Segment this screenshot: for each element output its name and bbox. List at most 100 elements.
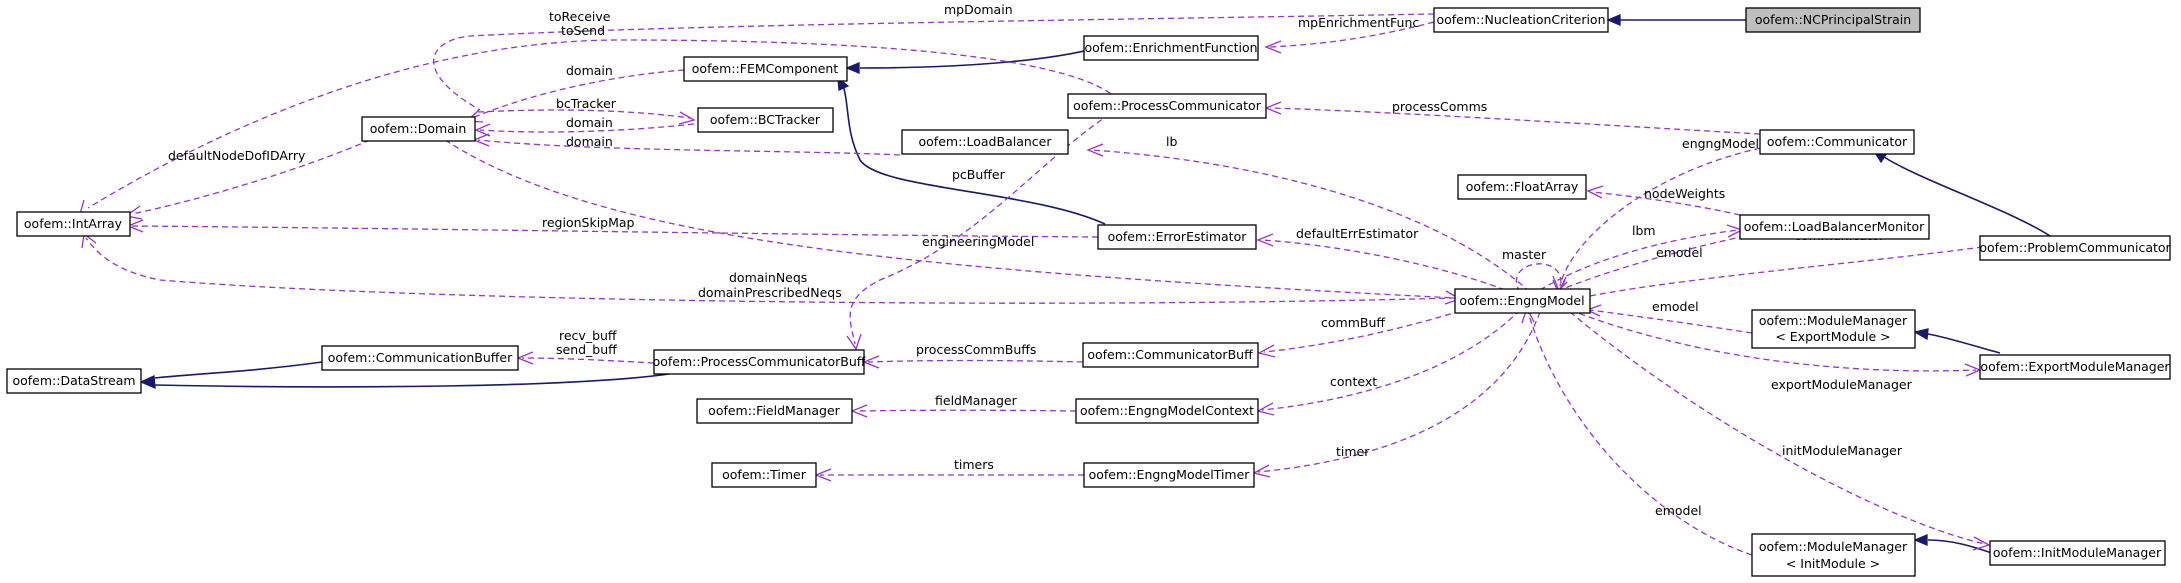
node-modulemanager-export[interactable]: oofem::ModuleManager < ExportModule > bbox=[1751, 309, 1916, 349]
edge-inherit-communicationbuffer-datastream bbox=[154, 361, 323, 379]
node-label: oofem::EnrichmentFunction bbox=[1084, 40, 1257, 55]
edge-use-engngmodel-comm bbox=[1559, 145, 1771, 287]
edge-label-sendbuff: send_buff bbox=[556, 342, 617, 357]
edge-label-domainneqs: domainNeqs bbox=[729, 270, 807, 285]
node-label: oofem::Domain bbox=[370, 121, 467, 136]
node-communicationbuffer[interactable]: oofem::CommunicationBuffer bbox=[321, 345, 519, 371]
edge-label-defaulterrestimator: defaultErrEstimator bbox=[1296, 226, 1419, 241]
arrowhead-inherit-modulemanager-init bbox=[1913, 534, 1928, 546]
node-label: oofem::BCTracker bbox=[710, 112, 821, 127]
edge-use-nonloccommunicator bbox=[1589, 241, 2019, 297]
node-label: oofem::LoadBalancer bbox=[919, 134, 1053, 149]
edge-use-initmodulemanager bbox=[1569, 311, 1986, 545]
edge-use-toreceive-tosend bbox=[87, 39, 1119, 209]
arrowhead-use-processcommunicatorbuff-pc bbox=[846, 333, 862, 351]
edge-use-domain-fem bbox=[471, 69, 685, 119]
edge-label-engineeringmodel: engineeringModel bbox=[922, 234, 1034, 249]
node-loadbalancer[interactable]: oofem::LoadBalancer bbox=[901, 129, 1069, 155]
node-ncprincipalstrain[interactable]: oofem::NCPrincipalStrain bbox=[1745, 7, 1921, 33]
edge-use-bctracker bbox=[477, 109, 691, 119]
node-engngmodelcontext[interactable]: oofem::EngngModelContext bbox=[1075, 398, 1259, 424]
node-label: oofem::EngngModelContext bbox=[1080, 403, 1254, 418]
edge-label-toreceive: toReceive bbox=[549, 9, 611, 24]
edge-label-domain-fem: domain bbox=[566, 63, 613, 78]
edge-label-processcomms: processComms bbox=[1392, 99, 1487, 114]
edge-use-engineeringmodel bbox=[444, 139, 1457, 299]
edge-label-context: context bbox=[1330, 374, 1377, 389]
edge-use-regionskipmap bbox=[131, 225, 1099, 238]
arrowhead-use-communicatorbuff bbox=[1257, 344, 1276, 358]
edge-label-initmodulemanager: initModuleManager bbox=[1782, 443, 1903, 458]
edge-use-domain-lb bbox=[477, 139, 901, 156]
edge-use-master bbox=[1515, 263, 1562, 293]
node-label: oofem::NucleationCriterion bbox=[1436, 12, 1605, 27]
edge-inherit-exportmodulemanager-modulemanager bbox=[1927, 333, 2001, 354]
edge-label-lb: lb bbox=[1166, 134, 1177, 149]
node-loadbalancermonitor[interactable]: oofem::LoadBalancerMonitor bbox=[1739, 214, 1930, 240]
node-processcommunicatorbuff[interactable]: oofem::ProcessCommunicatorBuff bbox=[653, 349, 866, 375]
edge-label-domainprescribedneqs: domainPrescribedNeqs bbox=[698, 285, 842, 300]
edge-label-regionskipmap: regionSkipMap bbox=[542, 215, 635, 230]
node-label: oofem::CommunicatorBuff bbox=[1087, 347, 1253, 362]
edge-label-exportmodulemanager: exportModuleManager bbox=[1771, 377, 1913, 392]
node-modulemanager-init[interactable]: oofem::ModuleManager < InitModule > bbox=[1751, 533, 1916, 577]
node-processcommunicator[interactable]: oofem::ProcessCommunicator bbox=[1067, 93, 1267, 119]
edge-use-fieldmanager bbox=[855, 409, 1077, 412]
node-label: oofem::EngngModelTimer bbox=[1089, 467, 1251, 482]
arrowhead-inherit-datastream bbox=[139, 375, 156, 390]
edge-use-domainneqs bbox=[85, 237, 1456, 304]
node-bctracker[interactable]: oofem::BCTracker bbox=[697, 107, 834, 133]
edge-use-processcommbuffs bbox=[867, 359, 1084, 363]
node-label: oofem::DataStream bbox=[12, 373, 135, 388]
edge-label-defaultnodedofidarry: defaultNodeDofIDArry bbox=[168, 148, 306, 163]
node-communicator[interactable]: oofem::Communicator bbox=[1759, 129, 1915, 155]
node-domain[interactable]: oofem::Domain bbox=[361, 116, 476, 142]
arrowhead-inherit-nucleationcriterion bbox=[1606, 14, 1621, 26]
edge-label-domain-bc: domain bbox=[566, 115, 613, 130]
edge-inherit-problemcommunicator-communicator bbox=[1883, 156, 2051, 237]
edge-use-timer bbox=[1257, 311, 1541, 473]
edge-use-emodel-lbm bbox=[1559, 235, 1746, 291]
node-initmodulemanager[interactable]: oofem::InitModuleManager bbox=[1989, 540, 2166, 566]
edge-label-nodeweights: nodeWeights bbox=[1644, 186, 1725, 201]
edge-label-recvbuff: recv_buff bbox=[559, 328, 617, 343]
edge-label-emodel-export: emodel bbox=[1652, 299, 1699, 314]
node-problemcommunicator[interactable]: oofem::ProblemCommunicator bbox=[1979, 235, 2172, 261]
node-engngmodeltimer[interactable]: oofem::EngngModelTimer bbox=[1083, 462, 1255, 488]
node-enrichmentfunction[interactable]: oofem::EnrichmentFunction bbox=[1083, 35, 1259, 61]
edge-use-exportmodulemanager bbox=[1569, 309, 1977, 372]
node-label: oofem::FieldManager bbox=[708, 403, 840, 418]
edge-label-domain-lb: domain bbox=[566, 134, 613, 149]
arrowhead-use-floatarray bbox=[1586, 185, 1604, 199]
edge-use-recvbuff bbox=[521, 357, 655, 364]
node-femcomponent[interactable]: oofem::FEMComponent bbox=[683, 56, 848, 82]
arrowhead-use-initmodulemanager bbox=[1972, 536, 1991, 551]
node-label-line1: oofem::ModuleManager bbox=[1759, 313, 1908, 328]
node-label-line2: < InitModule > bbox=[1786, 556, 1880, 571]
edge-label-timer: timer bbox=[1336, 444, 1370, 459]
edge-use-lb bbox=[1091, 149, 1531, 293]
edge-use-lbm bbox=[1539, 229, 1739, 291]
node-label: oofem::EngngModel bbox=[1459, 293, 1584, 308]
node-label: oofem::ProcessCommunicatorBuff bbox=[653, 354, 866, 369]
node-timer[interactable]: oofem::Timer bbox=[711, 462, 817, 488]
node-engngmodel[interactable]: oofem::EngngModel bbox=[1454, 288, 1591, 314]
node-intarray[interactable]: oofem::IntArray bbox=[16, 211, 131, 237]
edge-inherit-errorestimator-femcomponent bbox=[841, 81, 1106, 225]
node-label: oofem::NCPrincipalStrain bbox=[1755, 12, 1911, 27]
arrowhead-inherit-femcomponent-ef bbox=[845, 62, 860, 74]
edge-use-emodel-init bbox=[1527, 311, 1753, 556]
node-fieldmanager[interactable]: oofem::FieldManager bbox=[696, 398, 853, 424]
node-nucleationcriterion[interactable]: oofem::NucleationCriterion bbox=[1433, 7, 1609, 33]
edge-label-mpenrichmentfunc: mpEnrichmentFunc bbox=[1298, 15, 1419, 30]
node-datastream[interactable]: oofem::DataStream bbox=[6, 368, 142, 394]
node-floatarray[interactable]: oofem::FloatArray bbox=[1457, 174, 1587, 200]
edge-label-commbuff: commBuff bbox=[1321, 315, 1385, 330]
node-communicatorbuff[interactable]: oofem::CommunicatorBuff bbox=[1082, 342, 1259, 368]
node-exportmodulemanager[interactable]: oofem::ExportModuleManager bbox=[1979, 354, 2171, 380]
arrowhead-use-domain-lb bbox=[472, 133, 490, 147]
node-label: oofem::ExportModuleManager bbox=[1980, 359, 2170, 374]
node-label: oofem::Communicator bbox=[1767, 134, 1908, 149]
edge-use-context bbox=[1261, 309, 1521, 411]
node-errorestimator[interactable]: oofem::ErrorEstimator bbox=[1097, 224, 1257, 250]
